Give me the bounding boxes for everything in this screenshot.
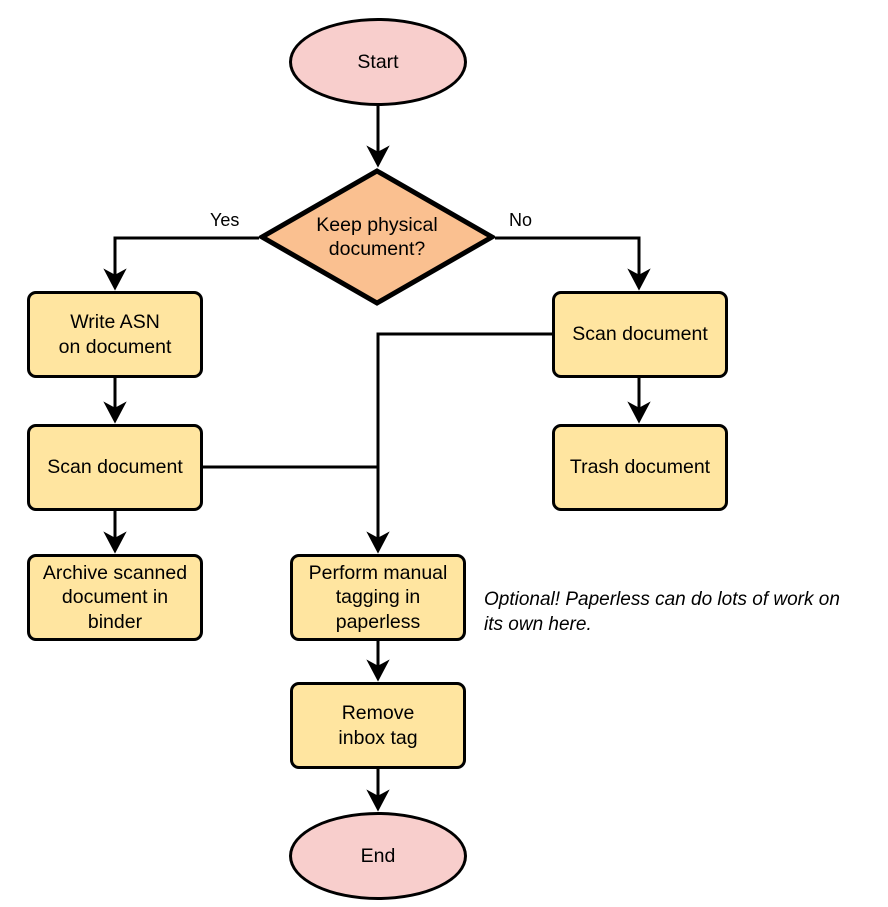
node-archive-label: Archive scanned document in binder <box>42 561 188 633</box>
node-write-asn-label: Write ASN on document <box>58 311 172 358</box>
node-trash-document-label: Trash document <box>569 456 711 479</box>
node-scan-document-right-label: Scan document <box>572 323 708 346</box>
edge-scan-right-to-tagging <box>366 332 552 554</box>
edge-label-yes: Yes <box>210 210 240 230</box>
diamond-shape-icon <box>259 168 495 306</box>
annotation-optional-paperless: Optional! Paperless can do lots of work … <box>484 589 840 635</box>
node-scan-document-left-label: Scan document <box>47 456 183 479</box>
edge-label-no: No <box>509 210 533 230</box>
node-perform-manual-tagging-label: Perform manual tagging in paperless <box>308 561 448 633</box>
node-end[interactable]: End <box>289 812 467 900</box>
node-decision-label: Keep physical document? <box>316 213 438 260</box>
node-start[interactable]: Start <box>289 18 467 106</box>
node-remove-inbox-tag-label: Remove inbox tag <box>338 702 418 749</box>
node-archive-scanned-document[interactable]: Archive scanned document in binder <box>27 554 203 641</box>
node-write-asn-on-document[interactable]: Write ASN on document <box>27 291 203 378</box>
node-start-label: Start <box>357 50 399 73</box>
node-remove-inbox-tag[interactable]: Remove inbox tag <box>290 682 466 769</box>
node-scan-document-right[interactable]: Scan document <box>552 291 728 378</box>
edge-decision-to-write-asn <box>103 236 259 291</box>
node-scan-document-left[interactable]: Scan document <box>27 424 203 511</box>
node-end-label: End <box>360 844 396 867</box>
node-trash-document[interactable]: Trash document <box>552 424 728 511</box>
node-decision-keep-physical-document[interactable]: Keep physical document? <box>259 168 495 306</box>
node-perform-manual-tagging[interactable]: Perform manual tagging in paperless <box>290 554 466 641</box>
edge-decision-to-scan-right <box>495 236 651 291</box>
